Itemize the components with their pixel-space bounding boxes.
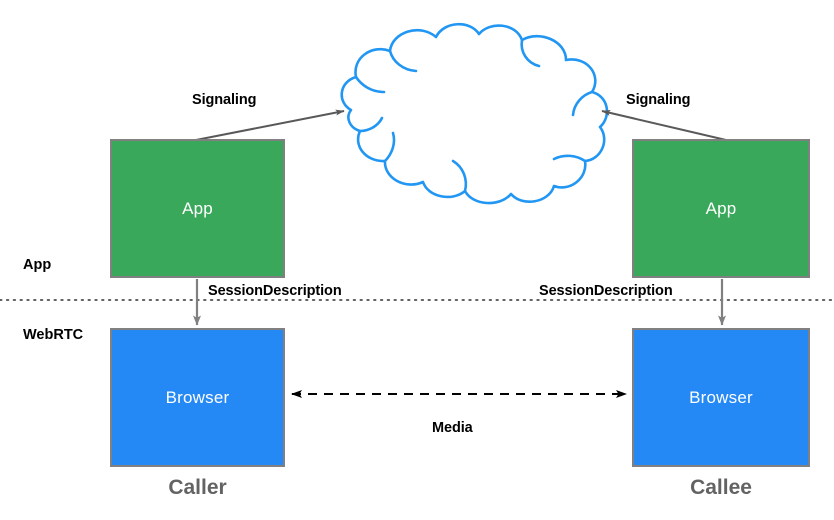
- role-label-caller: Caller: [168, 476, 227, 499]
- signaling-right-arrow: [601, 109, 727, 141]
- role-label-callee: Callee: [690, 476, 752, 499]
- layer-label-webrtc: WebRTC: [23, 327, 84, 343]
- layer-label-app: App: [23, 257, 52, 273]
- edge-label-signaling-left: Signaling: [192, 92, 257, 108]
- signaling-left-arrow: [195, 109, 345, 141]
- node-app-caller[interactable]: App: [110, 139, 285, 278]
- edge-label-signaling-right: Signaling: [626, 92, 691, 108]
- signaling-cloud-icon: [340, 22, 609, 205]
- node-browser-callee-label: Browser: [689, 387, 753, 407]
- node-browser-callee[interactable]: Browser: [632, 328, 810, 467]
- edge-label-media: Media: [432, 420, 473, 436]
- node-app-callee-label: App: [705, 198, 737, 218]
- node-app-callee[interactable]: App: [632, 139, 810, 278]
- node-browser-caller-label: Browser: [165, 387, 230, 407]
- node-browser-caller[interactable]: Browser: [110, 328, 285, 467]
- edge-label-sessiondescription-right: SessionDescription: [539, 283, 673, 299]
- edge-label-sessiondescription-left: SessionDescription: [208, 283, 342, 299]
- node-app-caller-label: App: [182, 198, 213, 218]
